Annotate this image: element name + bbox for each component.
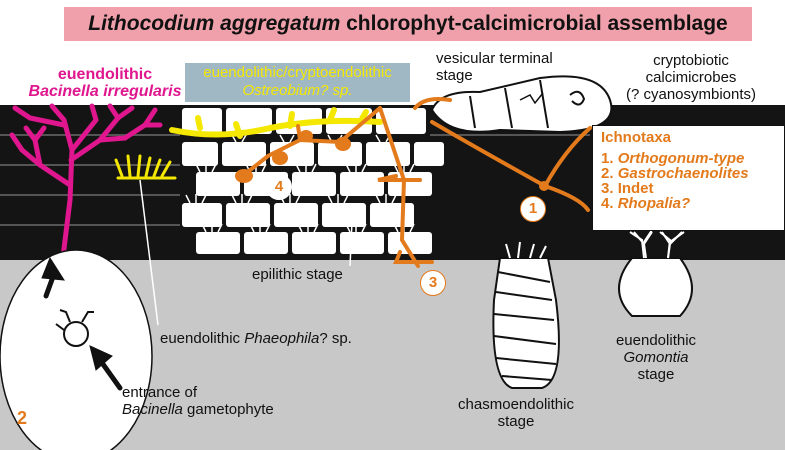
ichnotaxa-item-name: Orthogonum-type bbox=[617, 150, 745, 167]
chasmo-hairs bbox=[505, 241, 547, 259]
gametophyte-cell bbox=[55, 309, 94, 347]
crypto-label-line1: cryptobiotic bbox=[653, 52, 729, 69]
entrance-circle bbox=[0, 249, 153, 450]
vesicular-label: vesicular terminal stage bbox=[436, 50, 553, 84]
entrance-label-line1: entrance of bbox=[122, 384, 198, 401]
gomontia-label-line2: Gomontia bbox=[623, 349, 689, 366]
boring-chambers bbox=[235, 130, 549, 191]
bacinella-label-line1: euendolithic bbox=[57, 66, 153, 83]
marker-1: 1 bbox=[520, 196, 546, 222]
crypto-label: cryptobiotic calcimicrobes (? cyanosymbi… bbox=[606, 52, 776, 103]
gomontia-label: euendolithic Gomontia stage bbox=[596, 332, 716, 383]
vesicular-label-line2: stage bbox=[436, 67, 473, 84]
bacinella-label-line2: Bacinella irregularis bbox=[28, 83, 182, 100]
leader-lines bbox=[139, 179, 353, 326]
epilithic-label: epilithic stage bbox=[252, 266, 343, 283]
ichnotaxa-item-3: 3. Indet bbox=[601, 181, 784, 196]
ichnotaxa-item-name: Gastrochaenolites bbox=[617, 165, 749, 182]
ichnotaxa-item-name: Rhopalia? bbox=[617, 195, 691, 212]
ichnotaxa-item-number: 2. bbox=[601, 165, 614, 182]
crypto-label-line3: (? cyanosymbionts) bbox=[625, 86, 757, 103]
gomontia-hairs bbox=[633, 231, 683, 259]
ichnotaxa-heading: Ichnotaxa bbox=[601, 129, 672, 146]
chasmo-label: chasmoendolithic stage bbox=[446, 396, 586, 430]
ostreobium-label-line2: Ostreobium? sp. bbox=[242, 82, 353, 99]
ostreobium-label: euendolithic/cryptoendolithic Ostreobium… bbox=[185, 63, 410, 102]
chasmo-label-line2: stage bbox=[497, 413, 535, 430]
title-italic: Lithocodium aggregatum bbox=[88, 12, 341, 35]
ostreobium-label-line1: euendolithic/cryptoendolithic bbox=[203, 64, 392, 81]
cell-hairs bbox=[185, 134, 415, 233]
chasmo-label-line1: chasmoendolithic bbox=[458, 396, 574, 413]
phaeophila-label-italic: Phaeophila bbox=[244, 330, 320, 347]
vesicular-label-line1: vesicular terminal bbox=[436, 50, 553, 67]
gomontia-sac bbox=[618, 229, 693, 317]
ichnotaxa-item-name: Indet bbox=[617, 180, 654, 197]
marker-4: 4 bbox=[266, 174, 292, 200]
bacinella-filaments bbox=[9, 103, 163, 293]
marker-2: 2 bbox=[16, 408, 27, 428]
ichnotaxa-item-number: 3. bbox=[601, 180, 614, 197]
phaeophila-label: euendolithic Phaeophila? sp. bbox=[160, 330, 352, 347]
entrance-label-line2: Bacinella gametophyte bbox=[122, 401, 274, 418]
marker-3: 3 bbox=[420, 270, 446, 296]
entrance-label-italic: Bacinella bbox=[122, 401, 183, 418]
ichnotaxa-item-number: 4. bbox=[601, 195, 614, 212]
entrance-label-rest: gametophyte bbox=[182, 401, 274, 418]
ichnotaxa-item-4: 4. Rhopalia? bbox=[601, 196, 784, 211]
phaeophila-label-post: ? sp. bbox=[319, 330, 352, 347]
page-title: Lithocodium aggregatum chlorophyt-calcim… bbox=[64, 7, 752, 41]
phaeophila-tuft bbox=[114, 154, 177, 180]
phaeophila-label-pre: euendolithic bbox=[160, 330, 245, 347]
title-rest: chlorophyt-calcimicrobial assemblage bbox=[340, 12, 728, 35]
gomontia-label-line1: euendolithic bbox=[615, 332, 697, 349]
chasmo-column bbox=[492, 257, 560, 389]
ichnotaxa-item-number: 1. bbox=[601, 150, 614, 167]
ichnotaxa-box: Ichnotaxa 1. Orthogonum-type 2. Gastroch… bbox=[592, 125, 785, 231]
ostreobium-filaments bbox=[169, 107, 383, 139]
vesicular-terminal bbox=[430, 75, 613, 134]
ichnotaxa-item-2: 2. Gastrochaenolites bbox=[601, 166, 784, 181]
entrance-label: entrance of Bacinella gametophyte bbox=[122, 384, 274, 418]
orange-borings bbox=[238, 97, 592, 268]
gomontia-label-line3: stage bbox=[637, 366, 675, 383]
entrance-arrows bbox=[41, 256, 123, 391]
bacinella-label: euendolithic Bacinella irregularis bbox=[20, 66, 190, 100]
ichnotaxa-item-1: 1. Orthogonum-type bbox=[601, 151, 784, 166]
crypto-label-line2: calcimicrobes bbox=[645, 69, 737, 86]
